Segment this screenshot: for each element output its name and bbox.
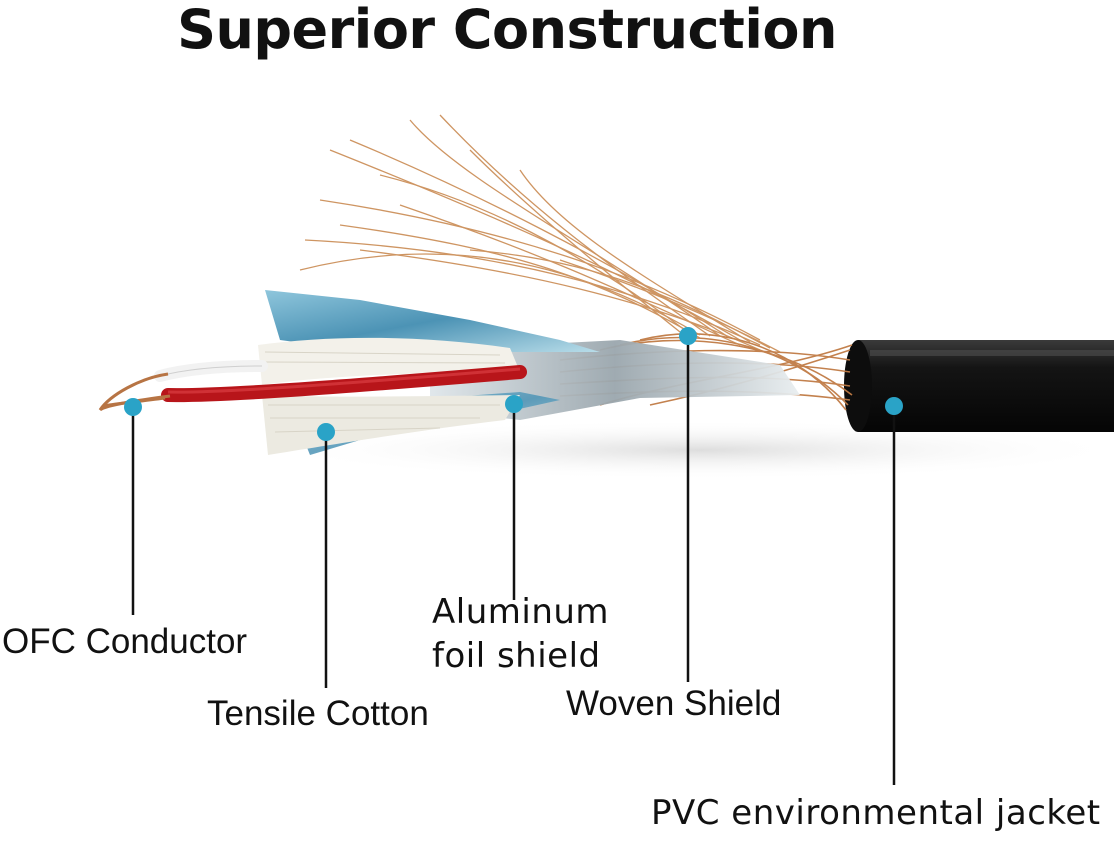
marker-foil [505,395,523,413]
label-ofc-conductor: OFC Conductor [2,622,248,661]
copper-strands [299,114,781,353]
marker-ofc [124,398,142,416]
label-aluminum-foil-line2: foil shield [432,636,601,676]
label-aluminum-foil-line1: Aluminum [432,592,610,632]
leader-lines [131,336,896,785]
aluminum-foil-shape [265,290,600,352]
red-wire-shape [161,365,527,403]
label-tensile-cotton: Tensile Cotton [207,694,429,733]
cable-shadow [270,420,1114,480]
label-pvc-jacket: PVC environmental jacket [651,793,1101,833]
marker-cotton [317,423,335,441]
marker-woven [679,327,697,345]
pvc-jacket-shape [844,340,1114,432]
diagram-title: Superior Construction [177,0,837,61]
callout-markers [124,327,903,441]
marker-pvc [885,397,903,415]
label-woven-shield: Woven Shield [566,684,782,723]
